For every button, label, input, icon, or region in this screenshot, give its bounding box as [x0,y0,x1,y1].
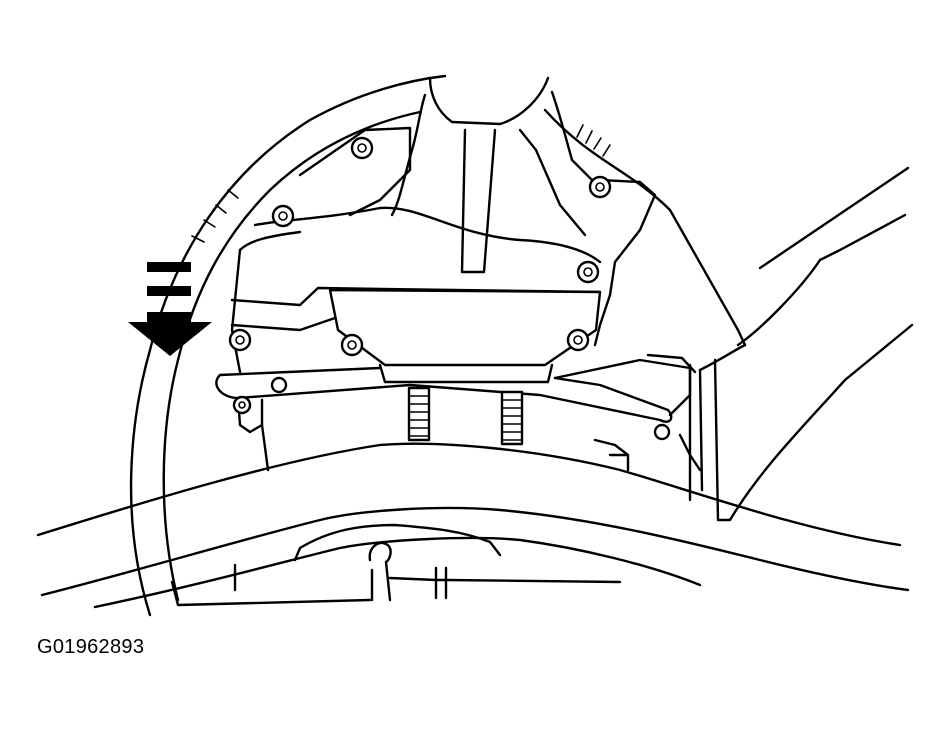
transmission-case [230,108,747,374]
bolt-icon [228,328,252,352]
bolt-icon [271,204,295,228]
stud-left [407,386,431,442]
bolt-icon [588,175,612,199]
exhaust-pipe [646,166,914,522]
crossmember [36,438,910,609]
transmission-mount [215,288,692,472]
figure-id-label: G01962893 [37,636,145,658]
bolt-icon [270,376,288,394]
down-arrow-icon [128,262,212,356]
bolt-icon [576,260,600,284]
bolt-icon [566,328,590,352]
body-panel-outline [129,74,611,617]
bolt-icon [232,395,252,415]
bolt-icon [340,333,364,357]
bolt-icon [350,136,374,160]
bolt-icon [653,423,671,441]
stud-right [500,390,524,446]
shift-tower [390,76,602,274]
